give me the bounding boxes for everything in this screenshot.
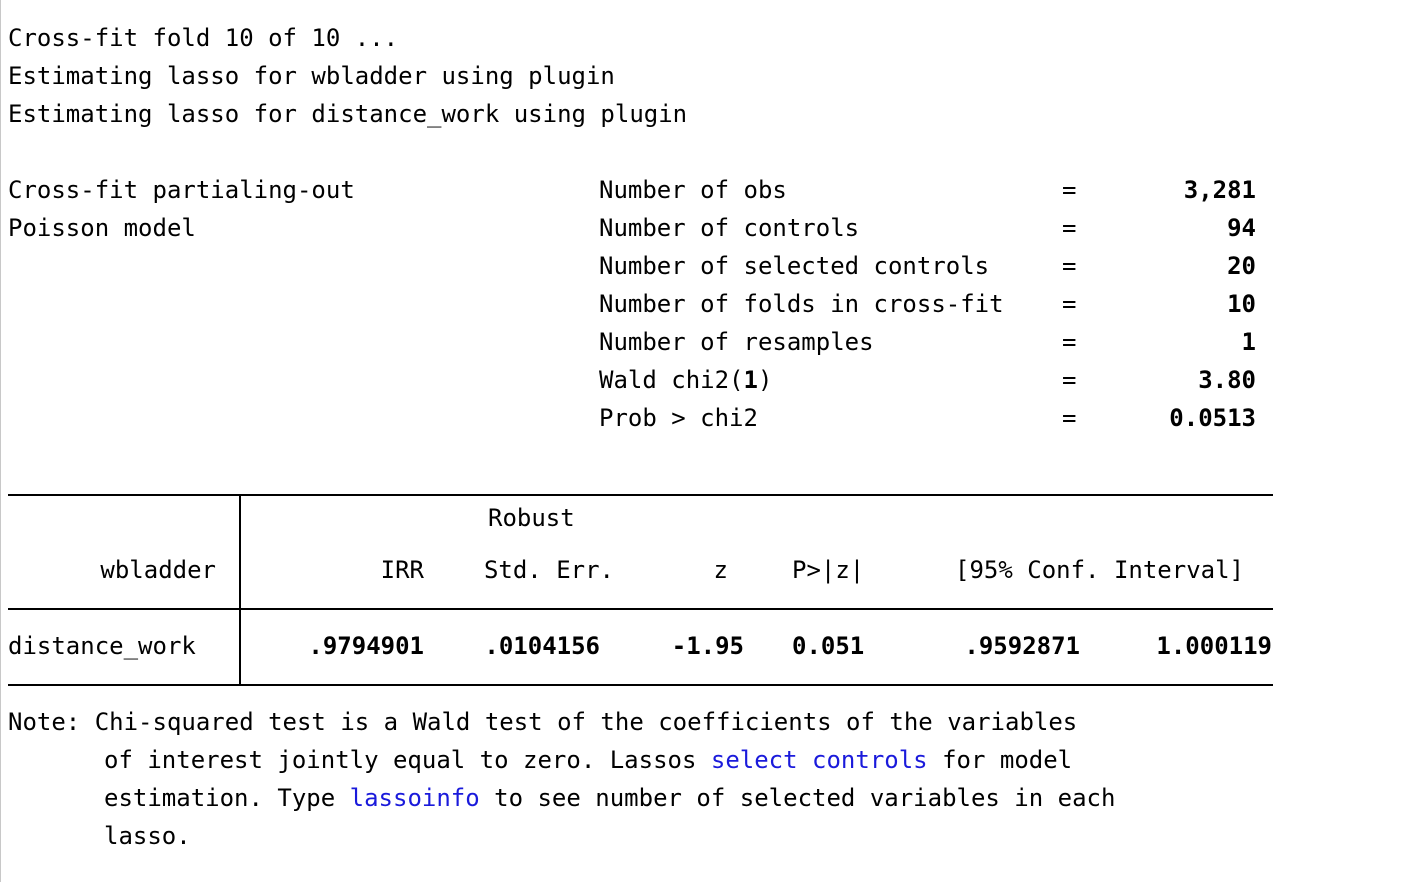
note-line-4: lasso. <box>104 822 191 850</box>
table-bottom-rule <box>8 684 1273 686</box>
fold-progress-line: Cross-fit fold 10 of 10 ... <box>8 24 399 52</box>
robust-label: Robust <box>488 504 575 532</box>
stat-value-selected-controls: 20 <box>1227 252 1256 280</box>
row-irr: .9794901 <box>308 632 424 660</box>
stat-equals: = <box>1062 404 1077 432</box>
note-line-2: of interest jointly equal to zero. Lasso… <box>104 746 1072 774</box>
stat-value-controls: 94 <box>1227 214 1256 242</box>
stat-equals: = <box>1062 290 1077 318</box>
wald-label-suffix: ) <box>757 366 773 394</box>
row-var-name: distance_work <box>8 632 196 660</box>
model-title: Poisson model <box>8 214 196 242</box>
wald-df: 1 <box>743 366 758 394</box>
stat-equals: = <box>1062 252 1077 280</box>
table-header-rule <box>8 608 1273 610</box>
row-z: -1.95 <box>671 632 744 660</box>
window-left-border <box>0 0 1 882</box>
col-header-p: P>|z| <box>792 556 865 584</box>
stat-equals: = <box>1062 328 1077 356</box>
note-line-1: Note: Chi-squared test is a Wald test of… <box>8 708 1078 736</box>
select-controls-link[interactable]: select controls <box>710 746 928 774</box>
stat-label-selected-controls: Number of selected controls <box>599 252 990 280</box>
col-header-ci: [95% Conf. Interval] <box>955 556 1244 584</box>
note-text: for model <box>927 746 1073 774</box>
row-se: .0104156 <box>484 632 600 660</box>
note-line-3: estimation. Type lassoinfo to see number… <box>104 784 1115 812</box>
table-top-rule <box>8 494 1273 496</box>
stat-equals: = <box>1062 366 1077 394</box>
note-text: to see number of selected variables in e… <box>479 784 1116 812</box>
stat-label-prob: Prob > chi2 <box>599 404 758 432</box>
stat-value-folds: 10 <box>1227 290 1256 318</box>
wald-label-prefix: Wald chi2( <box>599 366 744 394</box>
stat-equals: = <box>1062 176 1077 204</box>
lassoinfo-link[interactable]: lassoinfo <box>349 784 480 812</box>
stat-label-obs: Number of obs <box>599 176 787 204</box>
lasso-log-line-2: Estimating lasso for distance_work using… <box>8 100 688 128</box>
stat-equals: = <box>1062 214 1077 242</box>
stat-label-wald: Wald chi2(1) <box>599 366 772 394</box>
method-title: Cross-fit partialing-out <box>8 176 355 204</box>
stat-value-wald: 3.80 <box>1198 366 1256 394</box>
col-header-se: Std. Err. <box>483 556 614 584</box>
stat-label-folds: Number of folds in cross-fit <box>599 290 1004 318</box>
col-header-irr: IRR <box>380 556 424 584</box>
lasso-log-line-1: Estimating lasso for wbladder using plug… <box>8 62 615 90</box>
row-ci-high: 1.000119 <box>1156 632 1272 660</box>
stat-value-prob: 0.0513 <box>1169 404 1256 432</box>
stat-value-obs: 3,281 <box>1183 176 1256 204</box>
depvar-label: wbladder <box>100 556 216 584</box>
note-text: estimation. Type <box>104 784 350 812</box>
stat-label-resamples: Number of resamples <box>599 328 874 356</box>
row-p: 0.051 <box>792 632 865 660</box>
col-header-z: z <box>713 556 728 584</box>
table-divider <box>239 494 241 686</box>
note-text: of interest jointly equal to zero. Lasso… <box>104 746 711 774</box>
stat-value-resamples: 1 <box>1241 328 1256 356</box>
row-ci-low: .9592871 <box>964 632 1080 660</box>
stat-label-controls: Number of controls <box>599 214 860 242</box>
